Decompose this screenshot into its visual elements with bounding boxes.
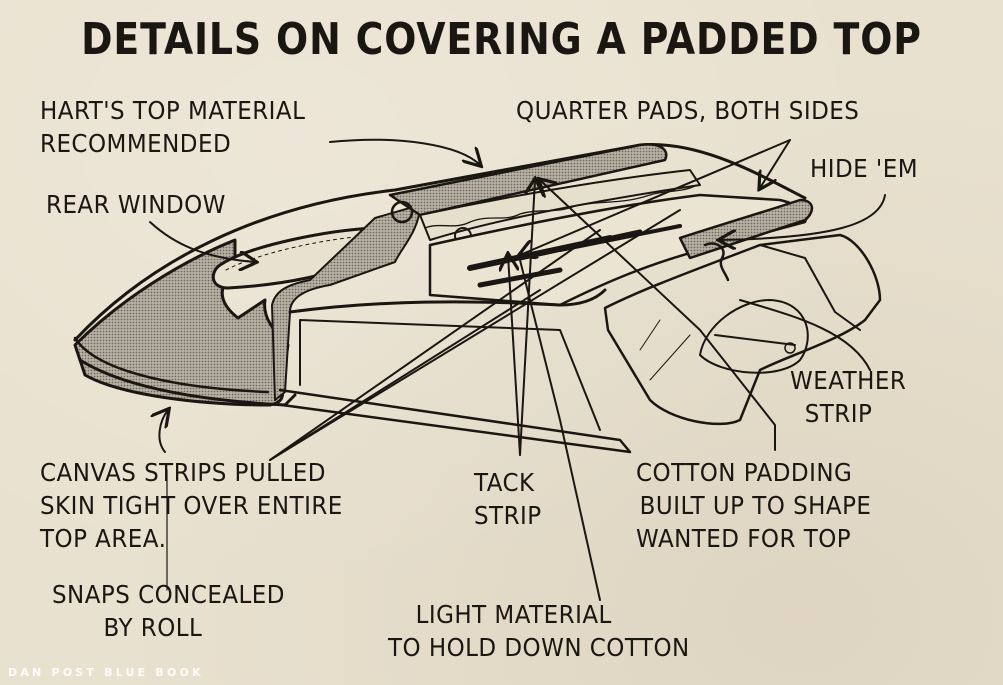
label-canvas-strips: CANVAS STRIPS PULLED SKIN TIGHT OVER ENT…	[40, 456, 343, 555]
label-weather-strip: WEATHER STRIP	[790, 364, 906, 430]
leader-cotton-padding	[540, 180, 776, 451]
label-line: HIDE 'EM	[810, 154, 919, 183]
label-hide-em: HIDE 'EM	[810, 152, 918, 185]
leader-light-material	[519, 259, 601, 601]
door-frame	[299, 319, 601, 431]
roof-outline	[73, 143, 807, 342]
label-line: TOP AREA.	[40, 524, 167, 553]
label-line: STRIP	[804, 399, 873, 428]
rear-lower-edge	[78, 358, 297, 407]
label-snaps-concealed: SNAPS CONCEALED BY ROLL	[52, 578, 285, 644]
label-line: LIGHT MATERIAL	[415, 600, 612, 629]
label-line: SKIN TIGHT OVER ENTIRE	[40, 491, 343, 520]
label-line: WANTED FOR TOP	[636, 524, 852, 553]
label-line: QUARTER PADS, BOTH SIDES	[516, 96, 860, 125]
leader-canvas-2	[269, 229, 601, 461]
label-line: WEATHER	[790, 366, 907, 395]
windshield	[603, 233, 882, 426]
leader-weather-strip	[739, 299, 871, 371]
label-line: REAR WINDOW	[46, 190, 226, 219]
label-line: COTTON PADDING	[636, 458, 853, 487]
rear-quarter-shaded	[73, 238, 290, 407]
rear-edge-roll	[73, 336, 270, 394]
label-light-material: LIGHT MATERIAL TO HOLD DOWN COTTON	[388, 598, 690, 664]
label-tack-strip: TACK STRIP	[474, 466, 542, 532]
label-line: BY ROLL	[103, 613, 203, 642]
leader-rear-window	[149, 221, 255, 262]
hinge-bolt	[390, 200, 414, 224]
label-line: SNAPS CONCEALED	[52, 580, 285, 609]
leader-tack-strip-2	[519, 180, 535, 456]
leader-quarter-pads-2	[520, 139, 791, 255]
leader-hide-em	[720, 194, 886, 240]
label-quarter-pads: QUARTER PADS, BOTH SIDES	[516, 94, 859, 127]
label-line: TO HOLD DOWN COTTON	[388, 633, 690, 662]
leader-snaps	[159, 410, 168, 453]
label-line: HART'S TOP MATERIAL	[40, 96, 306, 125]
leader-quarter-pads-1	[760, 139, 791, 188]
label-line: CANVAS STRIPS PULLED	[40, 458, 326, 487]
label-line: RECOMMENDED	[40, 129, 232, 158]
label-rear-window: REAR WINDOW	[46, 188, 226, 221]
label-cotton-padding: COTTON PADDING BUILT UP TO SHAPE WANTED …	[636, 456, 871, 555]
label-line: BUILT UP TO SHAPE	[639, 491, 872, 520]
label-harts-top-material: HART'S TOP MATERIAL RECOMMENDED	[40, 94, 305, 160]
side-rail	[288, 288, 607, 314]
leader-tack-strip-1	[508, 255, 521, 456]
window-pillar	[271, 204, 421, 401]
page-title: DETAILS ON COVERING A PADDED TOP	[81, 14, 922, 65]
label-line: TACK	[474, 468, 535, 497]
leader-canvas-3	[269, 209, 681, 461]
weather-strip-hook	[703, 242, 730, 282]
leader-harts	[329, 138, 480, 165]
cotton-padding	[419, 169, 701, 241]
watermark-credit: DAN POST BLUE BOOK	[8, 666, 204, 679]
label-line: STRIP	[474, 501, 542, 530]
